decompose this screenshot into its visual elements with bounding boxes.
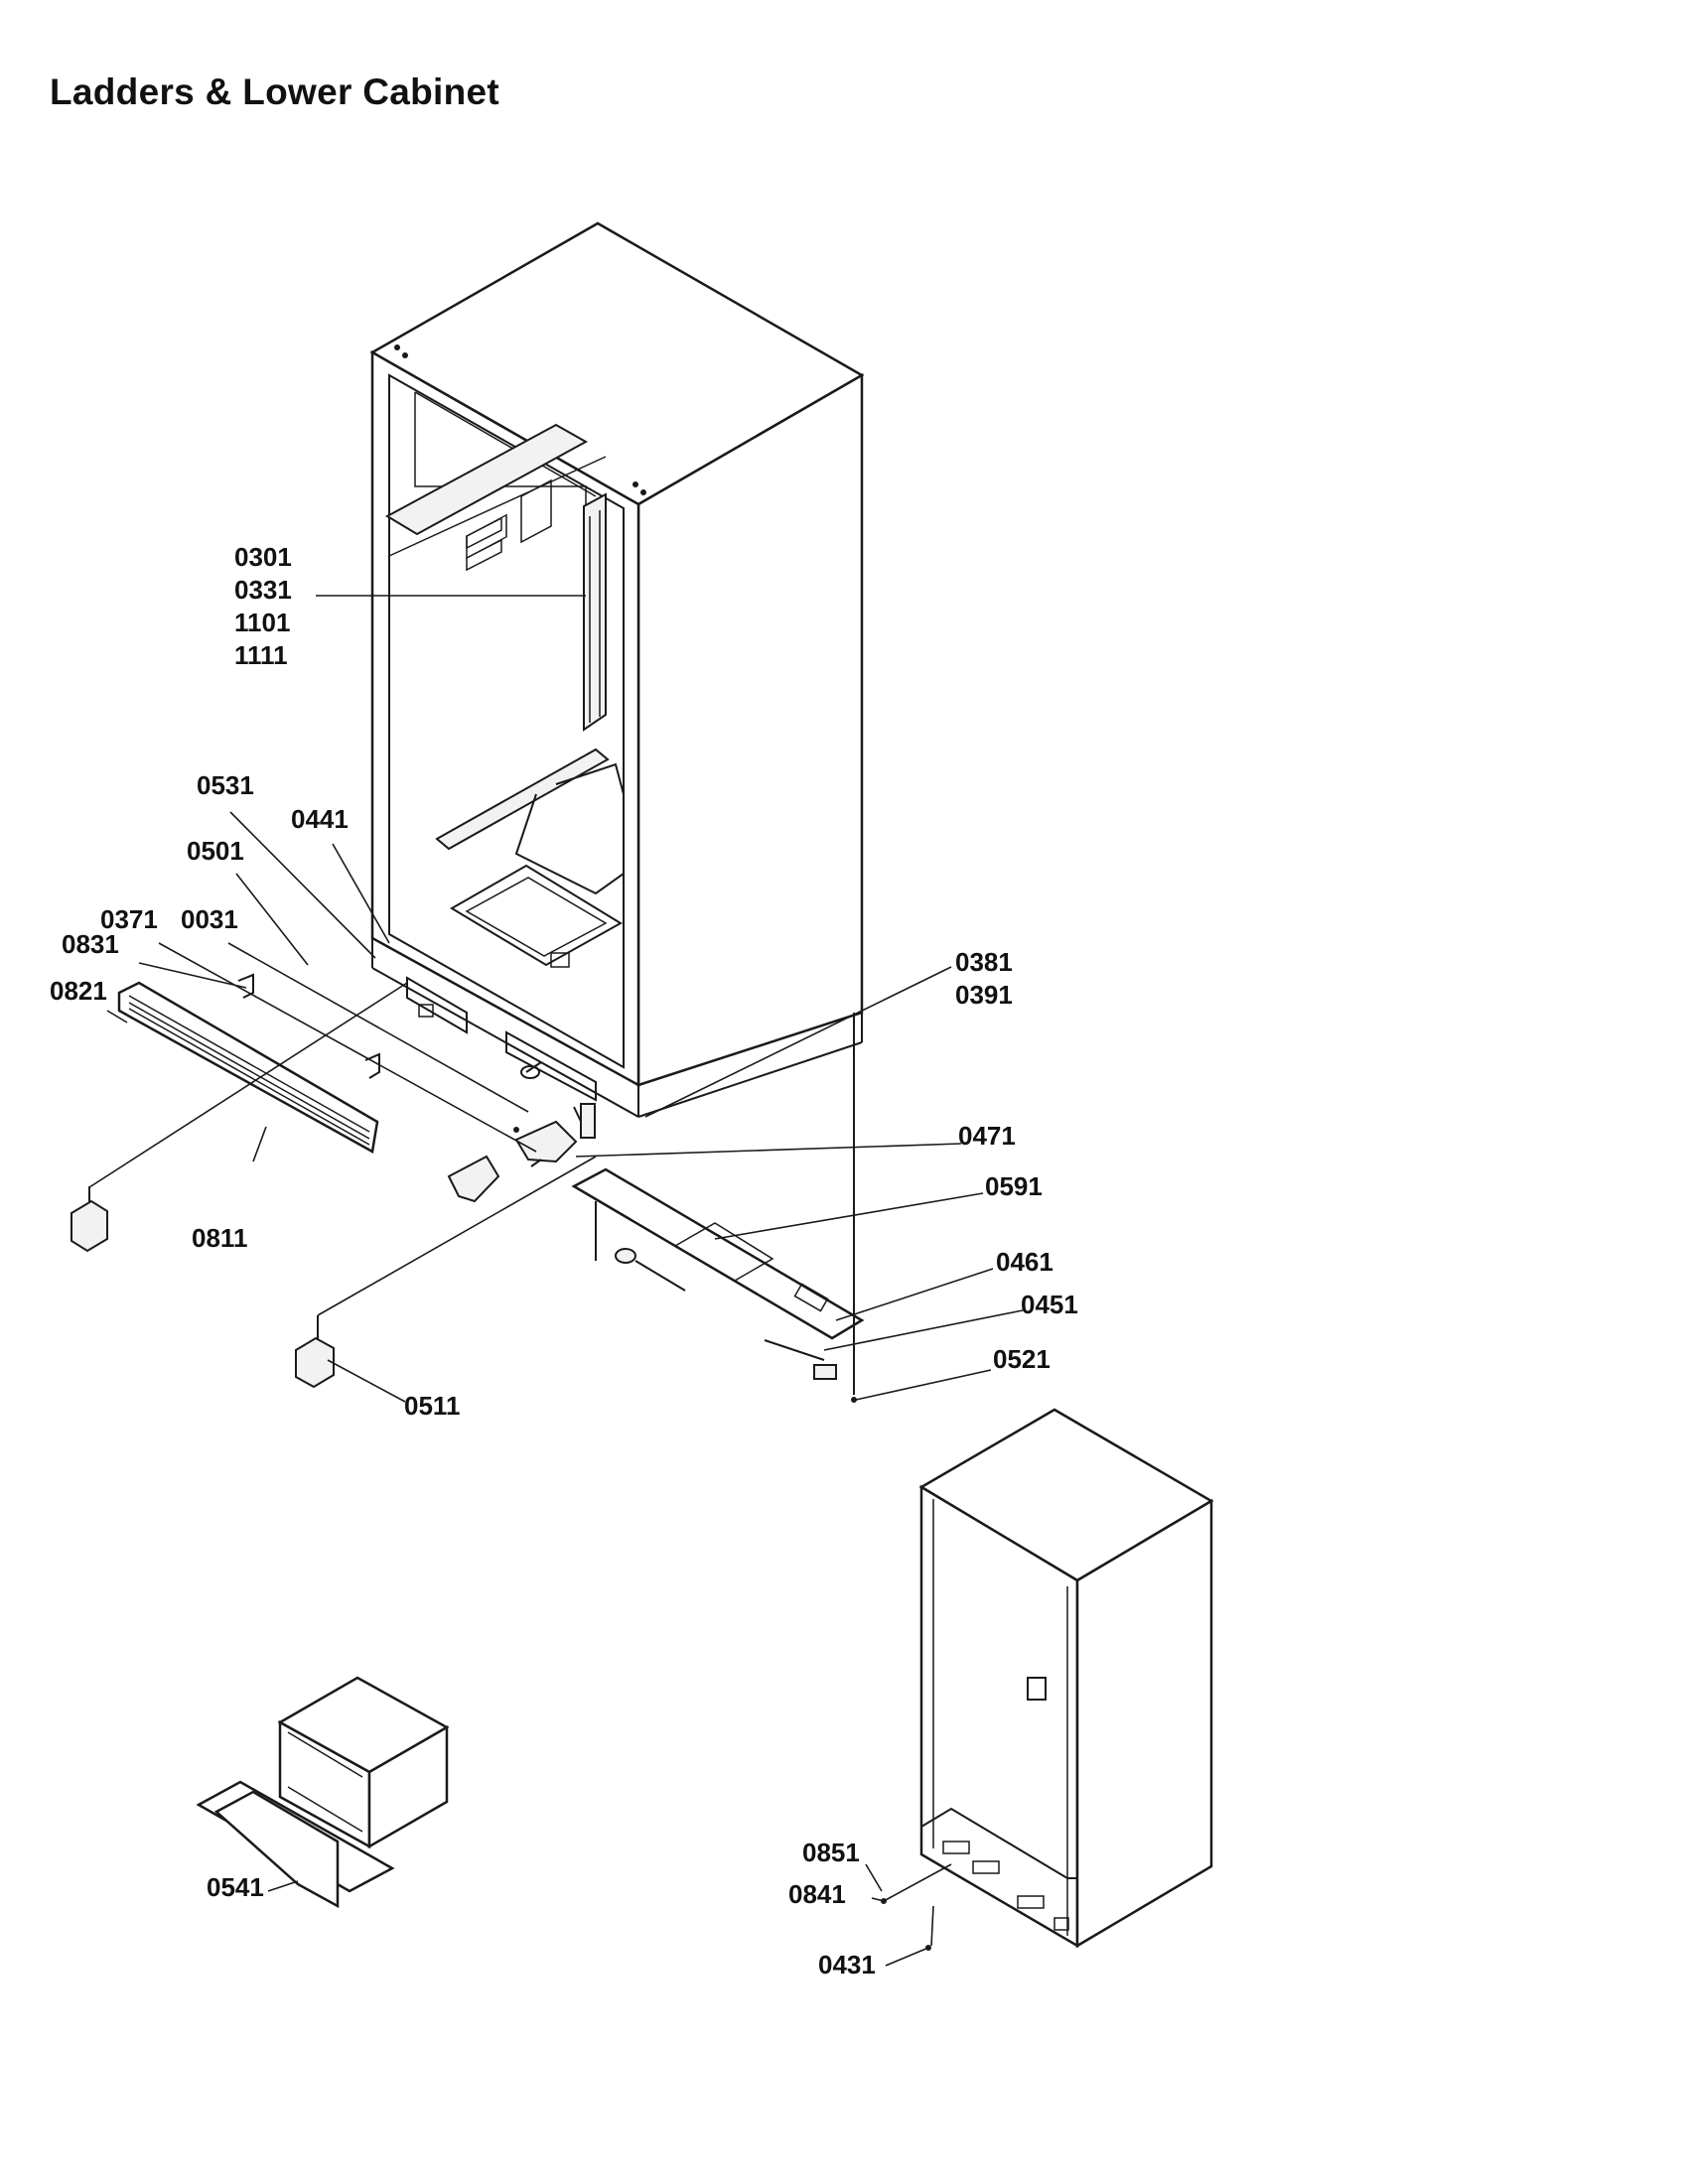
- callout-0301: 0301: [234, 542, 292, 572]
- callout-0541: 0541: [207, 1872, 264, 1902]
- callout-0531: 0531: [197, 770, 254, 800]
- toe-grille-assembly: [70, 973, 596, 1389]
- callout-0431: 0431: [818, 1950, 876, 1979]
- main-cabinet: [369, 221, 865, 1118]
- page-title: Ladders & Lower Cabinet: [50, 71, 500, 112]
- callout-0471: 0471: [958, 1121, 1016, 1151]
- callout-0511: 0511: [404, 1391, 460, 1421]
- callout-0501: 0501: [187, 836, 244, 866]
- callout-0331: 0331: [234, 575, 292, 605]
- callout-0031: 0031: [181, 904, 238, 934]
- callout-0371: 0371: [100, 904, 158, 934]
- callout-1111: 1111: [234, 640, 288, 670]
- callout-0461: 0461: [996, 1247, 1053, 1277]
- callout-0831: 0831: [62, 929, 119, 959]
- leader-lines: [88, 595, 1024, 1967]
- callout-0381: 0381: [955, 947, 1013, 977]
- callout-0811: 0811: [192, 1223, 247, 1253]
- callout-0441: 0441: [291, 804, 349, 834]
- rear-cabinet-view: [918, 1408, 1214, 1949]
- callout-1101: 1101: [234, 608, 290, 637]
- callout-0851: 0851: [802, 1838, 860, 1867]
- callout-labels: 0301 0331 1101 1111 0531 0441 0501 0371 …: [50, 542, 1078, 1979]
- shroud-bracket: [196, 1676, 450, 1909]
- callout-0391: 0391: [955, 980, 1013, 1010]
- callout-0451: 0451: [1021, 1290, 1078, 1319]
- callout-0591: 0591: [985, 1171, 1043, 1201]
- callout-0841: 0841: [788, 1879, 846, 1909]
- bottom-hinge-plate: [571, 1013, 865, 1403]
- callout-0821: 0821: [50, 976, 107, 1006]
- callout-0521: 0521: [993, 1344, 1051, 1374]
